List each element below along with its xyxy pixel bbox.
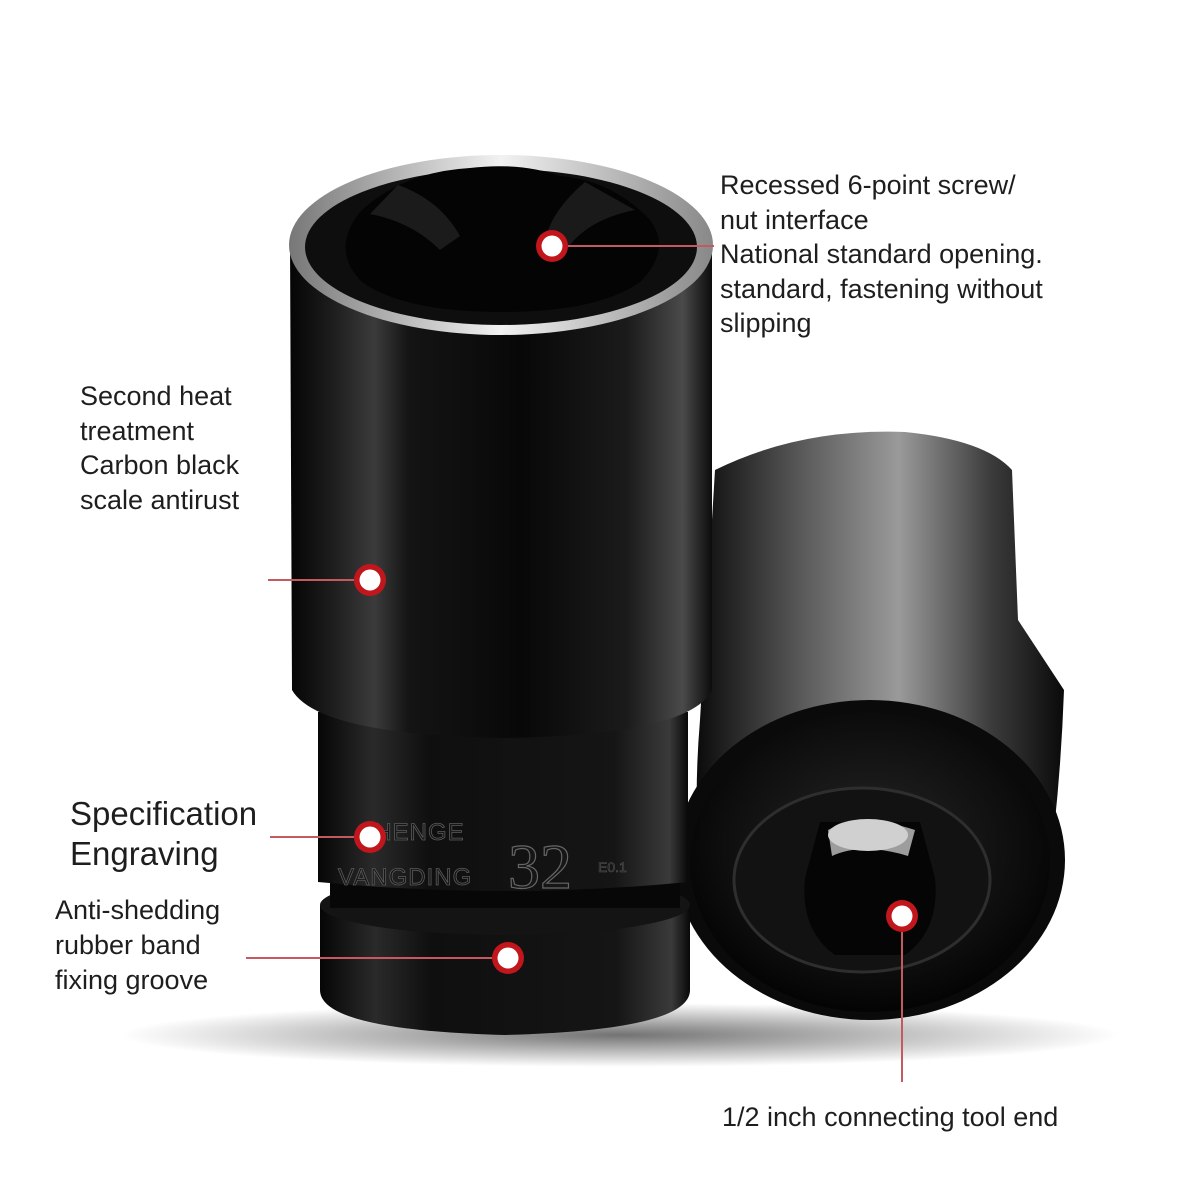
engraving-code: E0.1 [598,859,627,875]
callout-rubber-line-2: rubber band [55,930,201,960]
engraving-size: 32 [508,831,572,902]
callout-heat-treatment: Second heat treatment Carbon black scale… [80,379,239,517]
callout-hex-line-2: nut interface [720,204,869,235]
callout-rubber-line-1: Anti-shedding [55,895,221,925]
engraving-brand-line2: VANGDING [338,864,472,891]
callout-tool-end: 1/2 inch connecting tool end [722,1100,1058,1134]
callout-heat-line-3: Carbon black [80,450,240,480]
callout-hex-line-5: slipping [720,308,812,338]
callout-spec-line-2: Engraving [70,835,219,872]
left-socket [289,155,713,1035]
callout-heat-line-2: treatment [80,415,195,446]
callout-rubber-band: Anti-shedding rubber band fixing groove [55,893,220,998]
marker-rubber-band-groove [492,942,524,974]
callout-rubber-line-3: fixing groove [55,965,209,995]
callout-heat-line-1: Second heat [80,381,232,411]
callout-hex-interface: Recessed 6-point screw/ nut interface Na… [720,168,1043,341]
markers [354,230,918,974]
callout-specification: Specification Engraving [70,794,257,874]
marker-hex [536,230,568,262]
callout-tool-line-1: 1/2 inch connecting tool end [722,1102,1059,1132]
marker-tool-end [886,900,918,932]
right-socket [675,431,1065,1020]
callout-hex-line-1: Recessed 6-point screw/ [720,170,1016,200]
marker-specification [354,821,386,853]
callout-spec-line-1: Specification [70,795,258,832]
callout-hex-line-3: National standard opening. [720,239,1043,269]
marker-heat-treatment [354,564,386,596]
spec-engraving: CHENGE VANGDING 32 E0.1 [338,819,628,903]
callout-heat-line-4: scale antirust [80,484,240,515]
leader-lines [246,245,903,1082]
callout-hex-line-4: standard, fastening without [720,273,1043,304]
